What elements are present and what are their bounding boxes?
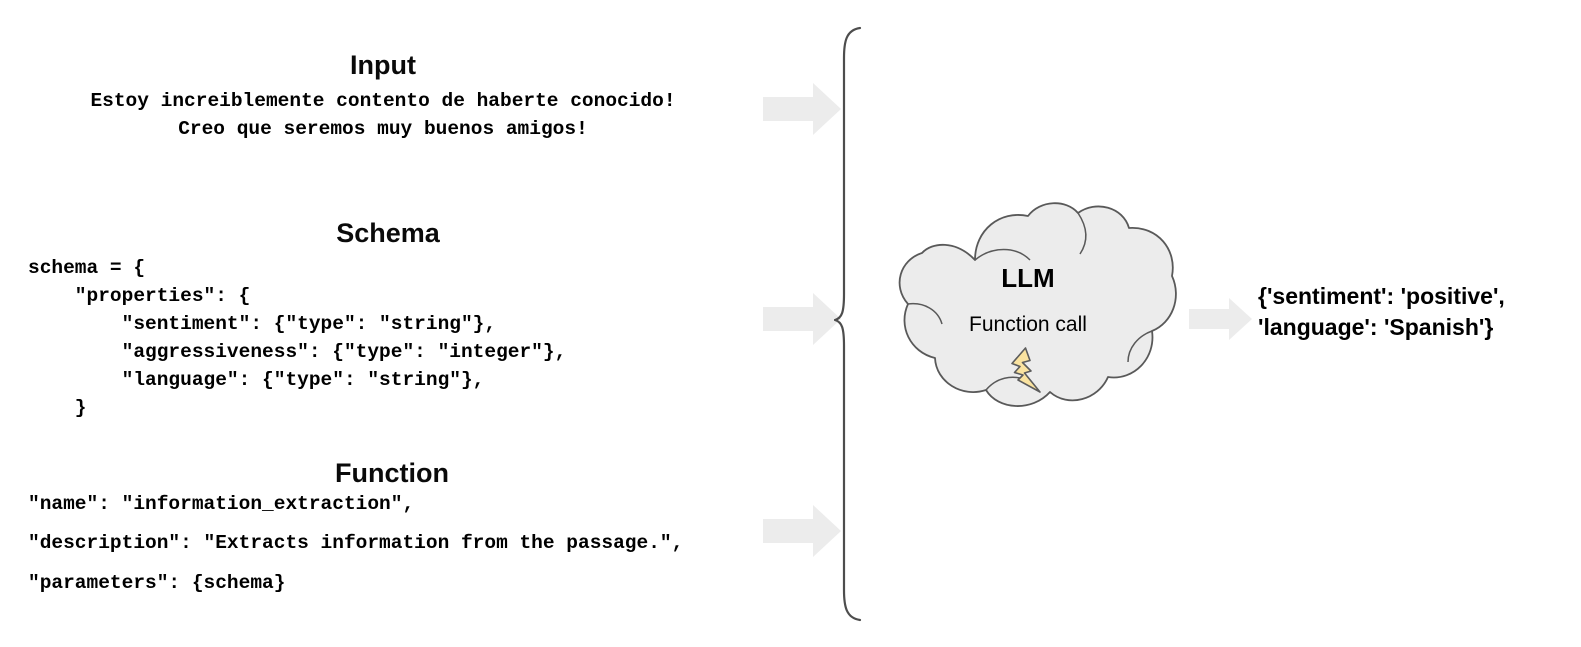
input-heading: Input xyxy=(350,50,416,80)
llm-subtitle: Function call xyxy=(969,313,1087,336)
output-line-2: 'language': 'Spanish'} xyxy=(1258,314,1494,340)
input-arrow-icon xyxy=(763,83,841,135)
output-line-1: {'sentiment': 'positive', xyxy=(1258,283,1505,309)
grouping-brace xyxy=(834,24,870,624)
schema-heading: Schema xyxy=(336,218,440,248)
input-text-line-2: Creo que seremos muy buenos amigos! xyxy=(178,118,588,140)
function-name-line: "name": "information_extraction", xyxy=(28,493,415,515)
function-arrow-icon xyxy=(763,505,841,557)
output-arrow-icon xyxy=(1189,298,1252,340)
llm-title: LLM xyxy=(1001,263,1055,293)
llm-cloud-shape xyxy=(880,198,1182,430)
function-parameters-line: "parameters": {schema} xyxy=(28,572,286,594)
schema-arrow-icon xyxy=(763,293,841,345)
input-text-line-1: Estoy increiblemente contento de haberte… xyxy=(90,90,676,112)
lightning-bolt-icon xyxy=(1006,346,1054,394)
schema-code: schema = { "properties": { "sentiment": … xyxy=(28,257,567,419)
function-heading: Function xyxy=(335,458,449,488)
function-description-line: "description": "Extracts information fro… xyxy=(28,532,684,554)
